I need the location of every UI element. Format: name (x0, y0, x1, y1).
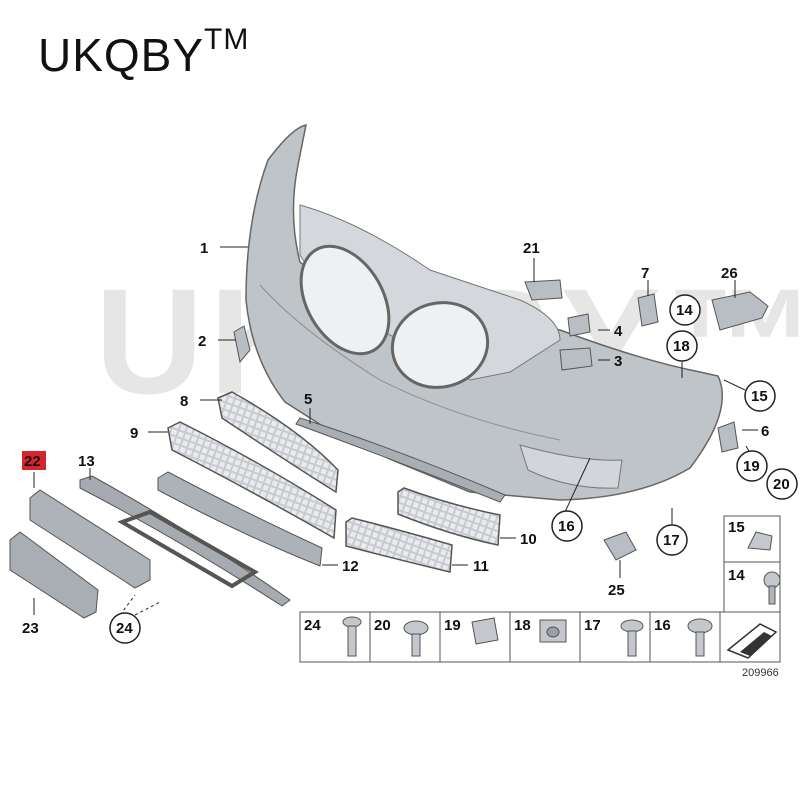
callout-7: 7 (641, 265, 649, 282)
circled-callout-labels: 14 18 15 19 20 16 17 24 (116, 302, 790, 637)
callout-6: 6 (761, 423, 769, 440)
circled-callouts (109, 294, 798, 644)
brand-name: UKQBY (38, 29, 205, 81)
callout-5: 5 (304, 391, 312, 408)
callout-22: 22 (24, 453, 41, 470)
callout-10: 10 (520, 531, 537, 548)
callout-9: 9 (130, 425, 138, 442)
callout-20: 20 (773, 476, 790, 493)
small-brackets (233, 279, 769, 561)
plate-base (9, 531, 99, 619)
table-label-17: 17 (584, 617, 601, 634)
callout-14-circle: 14 (676, 302, 693, 319)
lower-grille (345, 517, 453, 573)
callout-19: 19 (743, 458, 760, 475)
hex-screw-icon (403, 620, 429, 636)
table-label-19: 19 (444, 617, 461, 634)
table-label-16: 16 (654, 617, 671, 634)
clip-nut-icon-19 (471, 617, 499, 645)
callout-23: 23 (22, 620, 39, 637)
long-grille (217, 391, 339, 494)
right-grille-insert (397, 487, 501, 546)
callout-15-circle: 15 (751, 388, 768, 405)
table-label-24: 24 (304, 617, 321, 634)
torx-screw-icon (620, 619, 644, 633)
lower-spoiler (157, 471, 323, 567)
callout-17: 17 (663, 532, 680, 549)
bumper-cover (245, 124, 724, 501)
callout-13: 13 (78, 453, 95, 470)
brand-trademark: TM (204, 22, 250, 56)
trim-strip (295, 417, 506, 503)
clip-nut-icon (747, 531, 773, 551)
callout-12: 12 (342, 558, 359, 575)
callout-4: 4 (614, 323, 623, 340)
callout-26: 26 (721, 265, 738, 282)
wedge-icon (726, 623, 778, 659)
table-label-15: 15 (728, 519, 745, 536)
fastener-table-bottom: 24 20 19 18 17 16 (299, 611, 781, 663)
callout-16: 16 (558, 518, 575, 535)
fastener-table-right: 15 14 (723, 515, 781, 613)
leader-lines (33, 246, 758, 616)
callout-18: 18 (673, 338, 690, 355)
callout-21: 21 (523, 240, 540, 257)
callout-22-highlight (22, 451, 46, 470)
callout-11: 11 (473, 558, 489, 575)
callout-1: 1 (200, 240, 208, 257)
callout-3: 3 (614, 353, 622, 370)
table-label-18: 18 (514, 617, 531, 634)
callout-8: 8 (180, 393, 188, 410)
brand-title: UKQBYTM (38, 23, 249, 82)
callout-labels: 1 2 3 4 5 6 7 8 9 10 11 12 13 21 22 23 2… (22, 240, 769, 637)
callout-25: 25 (608, 582, 625, 599)
callout-24-circle: 24 (116, 620, 133, 637)
table-label-14: 14 (728, 567, 745, 584)
plate-bracket (29, 489, 151, 589)
callout-2: 2 (198, 333, 206, 350)
reference-number: 209966 (742, 667, 779, 679)
side-grille (167, 421, 337, 540)
flange-screw-icon (687, 618, 713, 634)
table-label-20: 20 (374, 617, 391, 634)
